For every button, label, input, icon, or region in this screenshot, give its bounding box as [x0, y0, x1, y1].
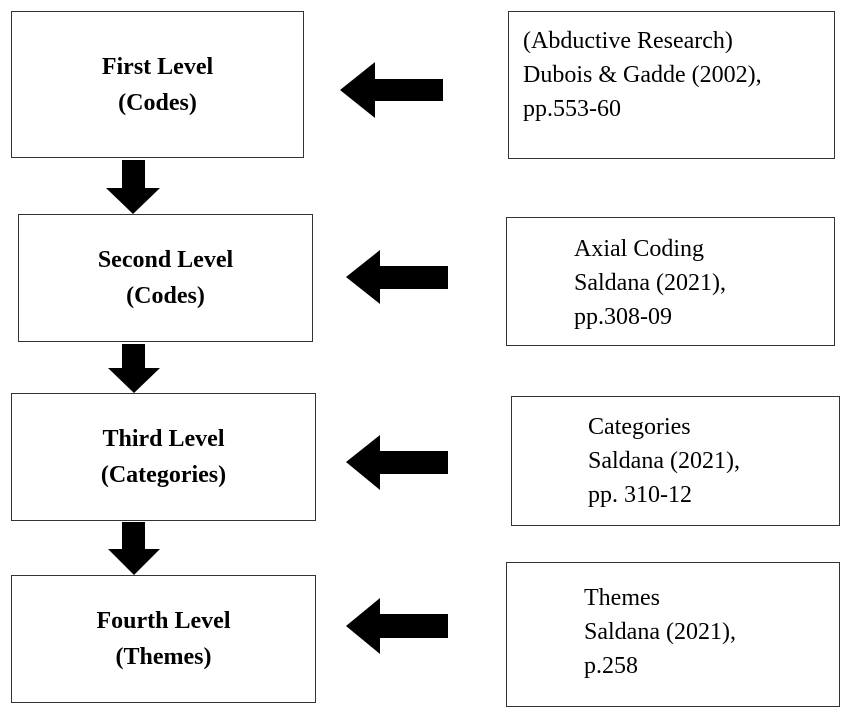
level-1-title: First Level	[101, 53, 214, 80]
down-arrow-1	[106, 160, 160, 214]
down-arrow-2	[108, 344, 160, 393]
level-box-1: First Level (Codes)	[11, 11, 304, 158]
level-4-subtitle: (Themes)	[115, 644, 212, 670]
level-2-title: Second Level	[97, 247, 234, 273]
level-3-subtitle: (Categories)	[100, 462, 227, 488]
reference-2-line-1: Axial Coding	[574, 236, 704, 262]
left-arrow-4	[346, 598, 448, 654]
level-3-title: Third Level	[102, 426, 225, 452]
level-box-4: Fourth Level (Themes)	[11, 575, 316, 703]
level-box-3: Third Level (Categories)	[11, 393, 316, 521]
reference-box-1: (Abductive Research) Dubois & Gadde (200…	[508, 11, 835, 159]
reference-1-line-2: Dubois & Gadde (2002),	[523, 62, 762, 88]
reference-box-4: Themes Saldana (2021), p.258	[506, 562, 840, 707]
reference-2-line-3: pp.308-09	[574, 304, 672, 330]
reference-2-line-2: Saldana (2021),	[574, 270, 726, 296]
level-box-2: Second Level (Codes)	[18, 214, 313, 342]
level-2-subtitle: (Codes)	[126, 283, 205, 309]
level-1-subtitle: (Codes)	[118, 89, 197, 116]
reference-3-line-1: Categories	[588, 414, 691, 440]
reference-3-line-2: Saldana (2021),	[588, 448, 740, 474]
reference-3-line-3: pp. 310-12	[588, 482, 692, 508]
level-4-title: Fourth Level	[96, 608, 231, 634]
reference-4-line-2: Saldana (2021),	[584, 619, 736, 645]
left-arrow-1	[340, 62, 443, 118]
reference-1-line-3: pp.553-60	[523, 96, 621, 122]
left-arrow-2	[346, 250, 448, 304]
reference-4-line-1: Themes	[584, 585, 660, 611]
reference-4-line-3: p.258	[584, 653, 638, 679]
left-arrow-3	[346, 435, 448, 490]
down-arrow-3	[108, 522, 160, 575]
reference-1-line-1: (Abductive Research)	[523, 28, 733, 54]
reference-box-2: Axial Coding Saldana (2021), pp.308-09	[506, 217, 835, 346]
reference-box-3: Categories Saldana (2021), pp. 310-12	[511, 396, 840, 526]
